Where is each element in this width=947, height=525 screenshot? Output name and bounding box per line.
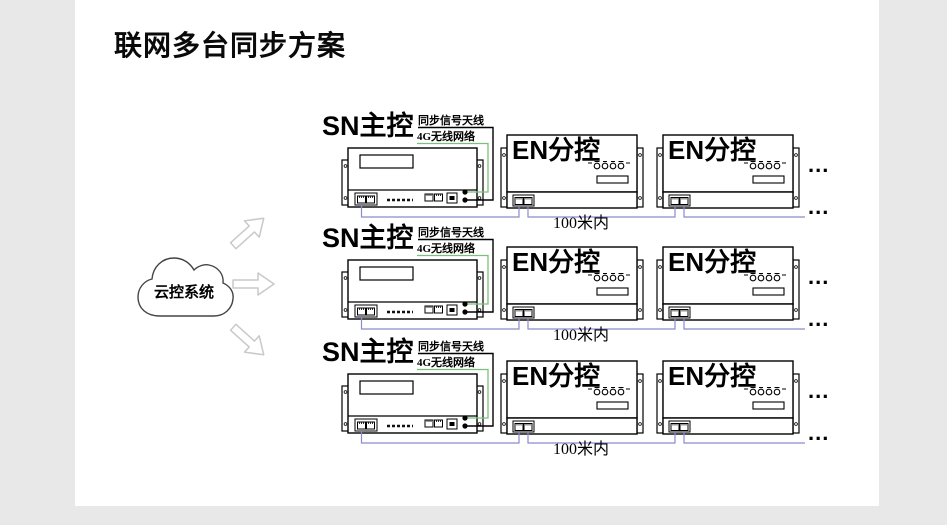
en-slave-label: EN分控: [668, 247, 757, 277]
sync-antenna-label: 同步信号天线: [418, 341, 484, 353]
sync-group-row-1: SN主控 同步信号天线 4G无线网络 EN分控 EN分控 ... ... 100…: [0, 110, 947, 238]
row-devices-graphic: [0, 238, 805, 330]
bus-wire-segment: [683, 432, 805, 444]
bus-wire-segment: [360, 205, 520, 218]
more-wire-ellipsis: ...: [808, 420, 830, 445]
row-devices-graphic: [0, 352, 805, 444]
sn-master-device-graphic: [342, 148, 483, 207]
wireless-network-line: [417, 142, 489, 193]
bus-wire-segment: [527, 432, 676, 444]
sync-antenna-line: [418, 352, 494, 427]
bus-wire-segment: [527, 318, 676, 330]
bus-wire-segment: [360, 317, 520, 330]
sync-group-row-2: SN主控 同步信号天线 4G无线网络 EN分控 EN分控 ... ... 100…: [0, 222, 947, 350]
sync-antenna-label: 同步信号天线: [418, 115, 484, 127]
cloud-icon: [137, 257, 234, 317]
range-label: 100米内: [552, 215, 609, 232]
en-slave-label: EN分控: [512, 247, 601, 277]
more-devices-ellipsis: ...: [808, 264, 830, 289]
sn-master-label: SN主控: [322, 223, 414, 253]
sn-master-device-graphic: [342, 260, 483, 319]
page-title: 联网多台同步方案: [114, 30, 347, 61]
sync-antenna-label: 同步信号天线: [418, 227, 484, 239]
bus-wire-segment: [683, 206, 805, 218]
sync-antenna-line: [418, 126, 494, 201]
wireless-network-line: [417, 368, 489, 419]
en-slave-label: EN分控: [512, 361, 601, 391]
wireless-network-label: 4G无线网络: [417, 243, 476, 255]
more-wire-ellipsis: ...: [808, 306, 830, 331]
en-slave-label: EN分控: [668, 135, 757, 165]
sn-master-device-graphic: [342, 374, 483, 433]
wireless-network-label: 4G无线网络: [417, 357, 476, 369]
more-devices-ellipsis: ...: [808, 152, 830, 177]
wireless-network-line: [417, 254, 489, 305]
bus-wire-segment: [527, 206, 676, 218]
bus-wire-segment: [360, 431, 520, 444]
cloud-system-label: 云控系统: [153, 285, 214, 301]
sync-antenna-line: [418, 238, 494, 313]
range-label: 100米内: [552, 327, 609, 344]
en-slave-label: EN分控: [512, 135, 601, 165]
en-slave-label: EN分控: [668, 361, 757, 391]
range-label: 100米内: [552, 441, 609, 458]
sync-group-row-3: SN主控 同步信号天线 4G无线网络 EN分控 EN分控 ... ... 100…: [0, 336, 947, 464]
row-devices-graphic: [0, 126, 805, 218]
more-devices-ellipsis: ...: [808, 378, 830, 403]
more-wire-ellipsis: ...: [808, 194, 830, 219]
bus-wire-segment: [683, 318, 805, 330]
sn-master-label: SN主控: [322, 337, 414, 367]
sn-master-label: SN主控: [322, 111, 414, 141]
wireless-network-label: 4G无线网络: [417, 131, 476, 143]
